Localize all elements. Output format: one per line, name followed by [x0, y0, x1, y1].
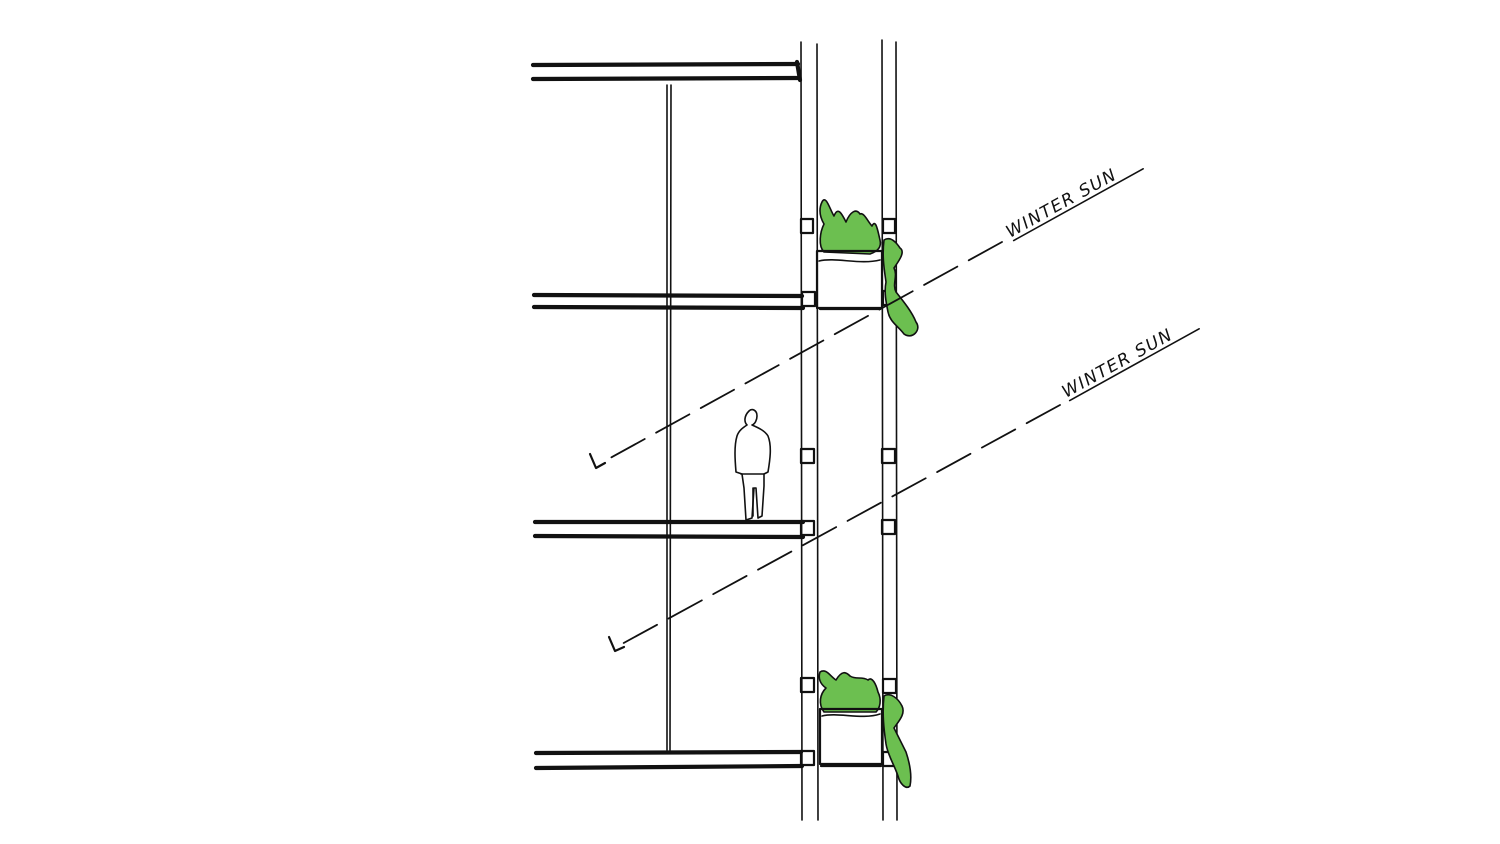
winter-sun-ray-upper	[588, 241, 1003, 470]
planter-lower	[818, 670, 912, 789]
winter-sun-ray-lower	[607, 404, 1061, 653]
inner-facade-line	[800, 41, 819, 821]
floor-slab-2	[531, 292, 806, 311]
planter-upper	[815, 199, 919, 337]
label-winter-sun-lower-text: WINTER SUN	[1059, 325, 1177, 403]
interior-column	[666, 84, 672, 751]
person-figure	[734, 408, 772, 521]
label-winter-sun-upper-text: WINTER SUN	[1003, 165, 1121, 243]
floor-slab-bottom	[533, 749, 805, 771]
floor-slab-top	[530, 59, 803, 83]
floor-slab-3	[532, 519, 806, 540]
label-winter-sun-upper: WINTER SUN	[1003, 165, 1144, 243]
label-winter-sun-lower: WINTER SUN	[1059, 325, 1200, 403]
